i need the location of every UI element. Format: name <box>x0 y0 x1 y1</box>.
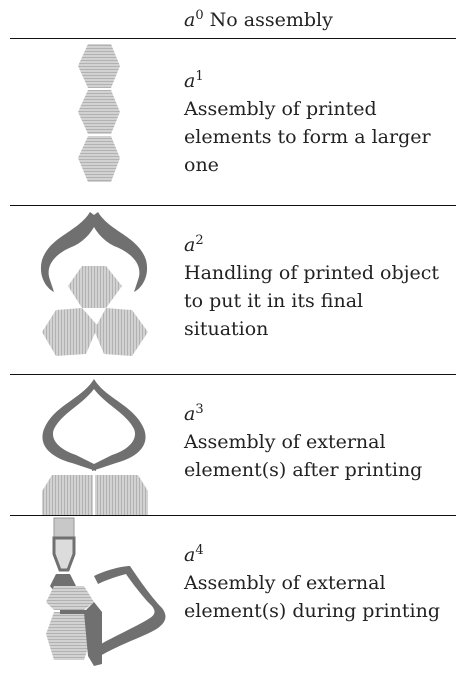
divider <box>10 38 456 39</box>
level-text: a2 Handling of printed object to put it … <box>184 231 452 343</box>
level-row-a4: a4 Assembly of external element(s) durin… <box>0 516 457 683</box>
level-description: Assembly of external element(s) during p… <box>184 572 440 622</box>
level-row-a0: a0 No assembly <box>0 0 457 38</box>
gripper-placing-hexagon-icon <box>10 208 178 358</box>
level-description: Handling of printed object to put it in … <box>184 262 440 340</box>
level-text: a3 Assembly of external element(s) after… <box>184 400 452 484</box>
divider <box>10 374 456 375</box>
level-code: a2 <box>184 233 204 256</box>
level-text: a0 No assembly <box>184 6 452 34</box>
level-description: No assembly <box>209 9 333 31</box>
gripper-external-element-icon <box>10 375 178 515</box>
level-row-a2: a2 Handling of printed object to put it … <box>0 206 457 374</box>
level-code: a4 <box>184 543 204 566</box>
level-text: a4 Assembly of external element(s) durin… <box>184 541 452 625</box>
divider <box>10 515 456 516</box>
level-code: a0 <box>184 8 204 31</box>
level-description: Assembly of external element(s) after pr… <box>184 431 423 481</box>
nozzle-printing-with-external-element-icon <box>10 516 178 682</box>
divider <box>10 205 456 206</box>
level-code: a3 <box>184 402 204 425</box>
level-description: Assembly of printed elements to form a l… <box>184 98 431 176</box>
stacked-hexagons-icon <box>10 42 178 192</box>
level-code: a1 <box>184 69 204 92</box>
level-text: a1 Assembly of printed elements to form … <box>184 67 452 179</box>
level-row-a1: a1 Assembly of printed elements to form … <box>0 39 457 205</box>
level-row-a3: a3 Assembly of external element(s) after… <box>0 375 457 515</box>
